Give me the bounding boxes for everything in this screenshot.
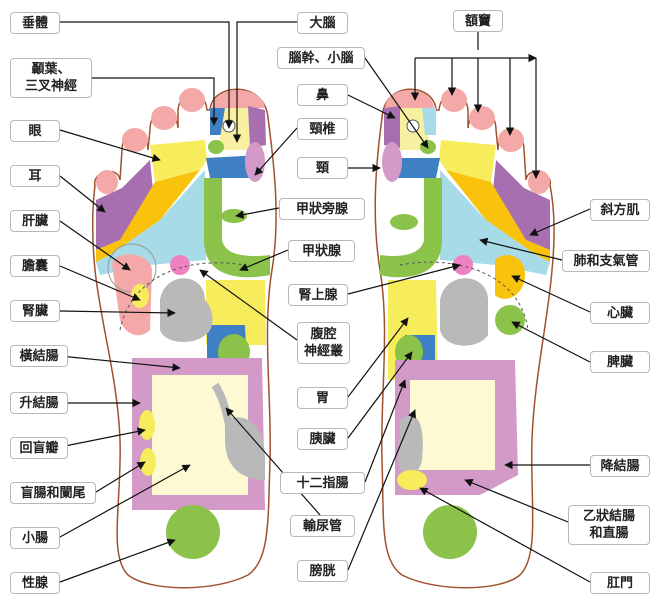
- bladder-zone: [398, 415, 423, 475]
- label-heart: 心臟: [590, 302, 650, 324]
- ear-zone: [96, 160, 155, 250]
- adrenal-zone: [170, 255, 190, 275]
- thyroid-zone: [380, 178, 442, 278]
- label-duodenum: 十二指腸: [280, 472, 365, 494]
- toe-tip: [96, 170, 118, 194]
- label-trapezius: 斜方肌: [590, 199, 650, 221]
- label-brain: 大腦: [297, 12, 348, 34]
- trapezius-zone: [96, 170, 200, 262]
- lung-zone: [440, 170, 550, 275]
- toe-tip: [441, 88, 467, 112]
- ear-zone: [491, 160, 550, 250]
- toe-tip: [151, 106, 177, 130]
- label-ureter: 輸尿管: [290, 515, 355, 537]
- label-transverse-colon: 橫結腸: [10, 345, 68, 367]
- lung-zone: [96, 170, 206, 275]
- adrenal-zone: [453, 255, 473, 275]
- label-ear: 耳: [10, 165, 60, 187]
- thyroid-zone: [204, 178, 270, 278]
- nose-zone: [248, 106, 266, 148]
- label-gallbladder: 膽囊: [10, 255, 60, 277]
- eye-zone: [150, 140, 207, 182]
- label-adrenal: 腎上腺: [288, 284, 348, 306]
- label-eye: 眼: [10, 120, 60, 142]
- diaphragm-line: [399, 261, 529, 331]
- label-stomach: 胃: [297, 387, 348, 409]
- spleen-zone: [495, 305, 525, 335]
- left-foot: [92, 88, 277, 589]
- ileocecal-zone: [139, 410, 155, 440]
- label-cervical-spine: 頸椎: [297, 118, 348, 140]
- parathyroid-point: [221, 209, 247, 223]
- frontal-sinus-zone: [385, 90, 434, 108]
- temporal-zone: [422, 108, 436, 135]
- gallbladder-zone: [131, 284, 149, 308]
- diaphragm-line: [119, 262, 246, 331]
- label-sigmoid-rectum: 乙狀結腸 和直腸: [568, 505, 650, 545]
- appendix-zone: [140, 448, 156, 476]
- label-frontal-sinus: 額竇: [453, 10, 503, 32]
- brainstem-point: [208, 140, 224, 154]
- leader-lines: [59, 21, 591, 583]
- label-parathyroid: 甲狀旁腺: [279, 198, 365, 220]
- bladder-zone: [225, 417, 265, 480]
- kidney-zone: [160, 278, 213, 342]
- toe-tip: [498, 128, 524, 152]
- label-solar-plexus: 腹腔 神經叢: [297, 322, 350, 364]
- frontal-sinus-zone: [212, 90, 265, 108]
- parathyroid-point: [390, 214, 418, 230]
- label-kidney: 腎臟: [10, 300, 60, 322]
- toe-tip: [179, 88, 205, 112]
- neck-zone: [245, 142, 265, 182]
- gonad-zone: [166, 505, 220, 559]
- anus-zone: [397, 470, 427, 490]
- neck-zone: [382, 142, 402, 182]
- toe-tip: [469, 106, 495, 130]
- label-liver: 肝臟: [10, 210, 60, 232]
- label-nose: 鼻: [297, 84, 348, 106]
- label-spleen: 脾臟: [590, 351, 650, 373]
- label-pituitary: 垂體: [10, 12, 60, 34]
- label-anus: 肛門: [590, 572, 650, 594]
- nose-zone: [384, 106, 400, 148]
- label-brainstem-cerebellum: 腦幹、小腦: [277, 47, 365, 69]
- label-thyroid: 甲狀腺: [288, 240, 355, 262]
- label-ascending-colon: 升結腸: [10, 392, 68, 414]
- label-neck: 頸: [297, 157, 348, 179]
- kidney-zone: [440, 278, 488, 346]
- small-intestine-zone: [410, 380, 495, 470]
- label-temporal-trigeminal: 顳葉、 三叉神經: [10, 58, 92, 98]
- label-small-intestine: 小腸: [10, 527, 60, 549]
- eye-zone: [439, 140, 496, 182]
- label-pancreas: 胰臟: [297, 428, 348, 450]
- label-cecum-appendix: 盲腸和闌尾: [10, 482, 96, 504]
- trapezius-zone: [446, 170, 550, 262]
- label-ileocecal-valve: 回盲瓣: [10, 437, 68, 459]
- label-bladder: 膀胱: [297, 560, 348, 582]
- label-gonads: 性腺: [10, 572, 60, 594]
- toe-tip: [122, 128, 148, 152]
- gonad-zone: [423, 505, 477, 559]
- label-lungs-bronchi: 肺和支氣管: [562, 250, 650, 272]
- heart-zone: [495, 255, 525, 299]
- label-descending-colon: 降結腸: [590, 455, 650, 477]
- toe-tip: [528, 170, 550, 194]
